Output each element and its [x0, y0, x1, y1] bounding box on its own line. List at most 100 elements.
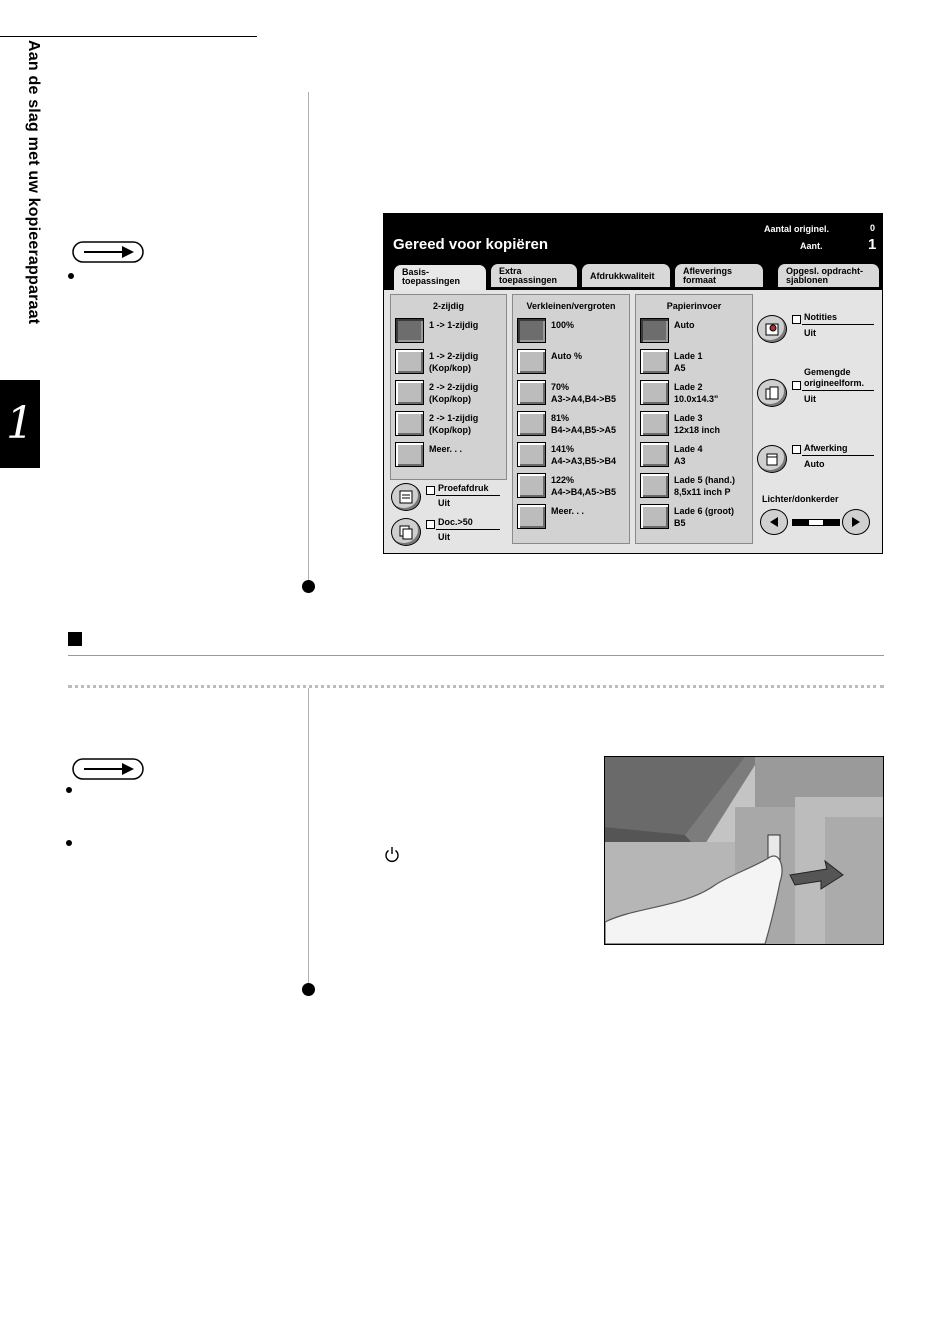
- column-heading: 2-zijdig: [433, 301, 464, 311]
- option-label: 1 -> 1-zijdig: [429, 320, 479, 330]
- option-label: 70%A3->A4,B4->B5: [551, 382, 617, 404]
- option-underline: [436, 529, 500, 530]
- tray-5-button[interactable]: [640, 473, 669, 498]
- notes-value: Uit: [804, 328, 816, 338]
- option-underline: [802, 324, 874, 325]
- tab-afdrukkwaliteit[interactable]: Afdrukkwaliteit: [581, 263, 671, 287]
- notes-label: Notities: [804, 312, 838, 322]
- mixed-originals-value: Uit: [804, 394, 816, 404]
- tab-label: Basis-: [402, 267, 430, 277]
- option-label: 2 -> 1-zijdig(Kop/kop): [429, 413, 479, 435]
- doc-over-50-checkbox[interactable]: [426, 520, 435, 529]
- option-label: Auto %: [551, 351, 582, 361]
- option-2-2-sided-button[interactable]: [395, 380, 424, 405]
- divider-end-dot: [302, 983, 315, 996]
- option-label: Lade 5 (hand.)8,5x11 inch P: [674, 475, 736, 497]
- finishing-label: Afwerking: [804, 443, 848, 453]
- tray-2-button[interactable]: [640, 380, 669, 405]
- arrow-right-icon: [852, 517, 860, 527]
- note-arrow-icon: [72, 241, 144, 263]
- column-heading: Verkleinen/vergroten: [526, 301, 616, 311]
- tab-afleverings-formaat[interactable]: Afleverings formaat: [674, 263, 764, 287]
- tab-label: Afdrukkwaliteit: [590, 271, 655, 281]
- doc-over-50-button[interactable]: [391, 518, 421, 546]
- reduce-enlarge-column: Verkleinen/vergroten 100% Auto % 70%A3->…: [512, 294, 630, 544]
- tab-label: Extra: [499, 266, 522, 276]
- darker-button[interactable]: [842, 509, 870, 535]
- tab-extra-toepassingen[interactable]: Extra toepassingen: [490, 263, 578, 287]
- tab-opgeslagen-sjablonen[interactable]: Opgesl. opdracht- sjablonen: [777, 263, 880, 287]
- power-icon: [384, 846, 400, 868]
- chapter-tab: 1: [0, 380, 40, 468]
- tab-basis-toepassingen[interactable]: Basis- toepassingen: [393, 264, 487, 291]
- finishing-button[interactable]: [757, 445, 787, 473]
- annotation-icon: [765, 323, 779, 336]
- notes-checkbox[interactable]: [792, 315, 801, 324]
- option-label: 122%A4->B4,A5->B5: [551, 475, 617, 497]
- option-underline: [802, 390, 874, 391]
- proof-copy-value: Uit: [438, 498, 450, 508]
- density-scale: [792, 519, 840, 526]
- section-square: [68, 632, 82, 646]
- zoom-70-button[interactable]: [517, 380, 546, 405]
- bullet: [66, 787, 72, 793]
- tray-4-button[interactable]: [640, 442, 669, 467]
- power-switch-illustration: [605, 757, 883, 944]
- column-divider: [308, 688, 309, 984]
- proof-copy-button[interactable]: [391, 483, 421, 511]
- power-switch-photo: [604, 756, 884, 945]
- bullet: [68, 273, 74, 279]
- zoom-more-button[interactable]: [517, 504, 546, 529]
- dotted-separator: [68, 685, 884, 688]
- option-label: 100%: [551, 320, 575, 330]
- tab-label: Opgesl. opdracht-: [786, 266, 864, 276]
- finishing-icon: [766, 453, 778, 466]
- tray-1-button[interactable]: [640, 349, 669, 374]
- finishing-checkbox[interactable]: [792, 445, 801, 454]
- mixed-originals-button[interactable]: [757, 379, 787, 407]
- option-underline: [802, 455, 874, 456]
- top-rule: [0, 36, 257, 37]
- two-sided-more-button[interactable]: [395, 442, 424, 467]
- option-underline: [436, 495, 500, 496]
- column-heading: Papierinvoer: [666, 301, 722, 311]
- tray-6-button[interactable]: [640, 504, 669, 529]
- copier-control-panel: Gereed voor kopiëren Aantal originel. 0 …: [383, 213, 883, 554]
- doc-over-50-label: Doc.>50: [438, 517, 473, 527]
- quantity-label: Aant.: [800, 241, 823, 251]
- tray-auto-button[interactable]: [640, 318, 669, 343]
- lighter-button[interactable]: [760, 509, 788, 535]
- notes-button[interactable]: [757, 315, 787, 343]
- arrow-left-icon: [770, 517, 778, 527]
- zoom-100-button[interactable]: [517, 318, 546, 343]
- two-sided-column: 2-zijdig 1 -> 1-zijdig 1 -> 2-zijdig(Kop…: [390, 294, 507, 480]
- tray-3-button[interactable]: [640, 411, 669, 436]
- option-label: 81%B4->A4,B5->A5: [551, 413, 617, 435]
- quantity-value: 1: [868, 236, 877, 253]
- option-1-1-sided-button[interactable]: [395, 318, 424, 343]
- mixed-originals-checkbox[interactable]: [792, 381, 801, 390]
- proof-copy-label: Proefafdruk: [438, 483, 489, 493]
- tab-label: toepassingen: [499, 275, 558, 285]
- tab-label: Afleverings: [683, 266, 733, 276]
- option-1-2-sided-button[interactable]: [395, 349, 424, 374]
- mixed-originals-icon: [765, 386, 779, 400]
- divider-end-dot: [302, 580, 315, 593]
- panel-body: 2-zijdig 1 -> 1-zijdig 1 -> 2-zijdig(Kop…: [384, 290, 882, 553]
- proof-copy-checkbox[interactable]: [426, 486, 435, 495]
- option-label: 2 -> 2-zijdig(Kop/kop): [429, 382, 479, 404]
- note-arrow-icon: [72, 758, 144, 780]
- doc-over-50-value: Uit: [438, 532, 450, 542]
- zoom-141-button[interactable]: [517, 442, 546, 467]
- option-2-1-sided-button[interactable]: [395, 411, 424, 436]
- option-label: 1 -> 2-zijdig(Kop/kop): [429, 351, 479, 373]
- column-divider: [308, 92, 309, 582]
- zoom-122-button[interactable]: [517, 473, 546, 498]
- option-label: Lade 6 (groot)B5: [674, 506, 734, 528]
- zoom-auto-button[interactable]: [517, 349, 546, 374]
- zoom-81-button[interactable]: [517, 411, 546, 436]
